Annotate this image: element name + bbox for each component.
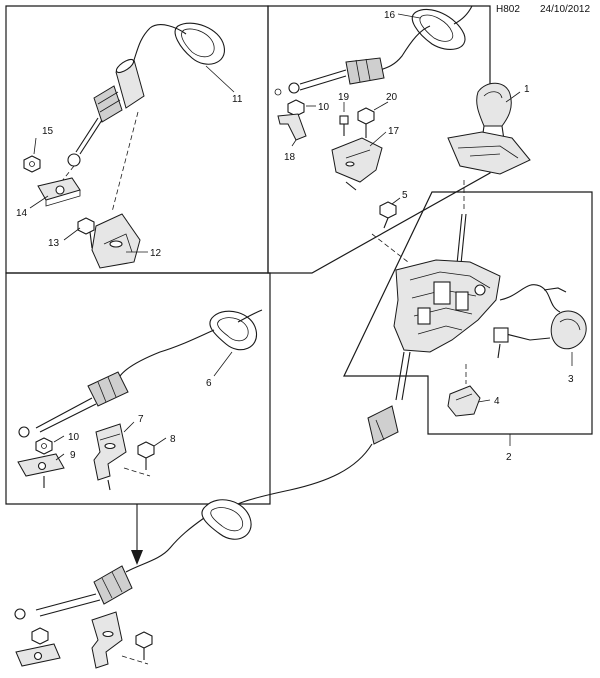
diagram-code: H802 (496, 4, 520, 15)
shifter-housing (393, 259, 501, 353)
callout-10-middle: 10 (68, 432, 80, 443)
cable-connector-upper (367, 405, 399, 445)
diagram-date: 24/10/2012 (540, 4, 591, 15)
grommet-16 (411, 8, 466, 50)
bracket-12 (91, 213, 141, 269)
callout-3: 3 (568, 374, 574, 385)
detail-top-right-parts (274, 5, 473, 191)
bolt-20 (357, 107, 375, 138)
down-arrow-icon (131, 504, 143, 565)
callout-17: 17 (388, 126, 400, 137)
detail-top-left-parts (23, 22, 225, 269)
callout-19: 19 (338, 92, 350, 103)
nut-10-middle (35, 437, 53, 455)
bracket-17 (331, 137, 383, 183)
bolt-19 (339, 115, 349, 136)
detail-middle-left-parts (17, 309, 263, 491)
bolt-bottom (135, 631, 153, 660)
callout-14: 14 (16, 208, 28, 219)
callout-18: 18 (284, 152, 296, 163)
callout-7: 7 (138, 414, 144, 425)
cable-eyelet-middle (18, 426, 30, 438)
bolt-8 (137, 441, 155, 470)
bracket-9 (17, 453, 65, 477)
bracket-14 (37, 177, 81, 207)
callout-13: 13 (48, 238, 60, 249)
grommet-11 (174, 22, 225, 65)
cable-eyelet-bottom (14, 608, 26, 620)
bolt-13 (77, 217, 95, 249)
cable-adjuster (93, 85, 123, 123)
shifter-assembly-parts (371, 180, 587, 417)
grommet-main (201, 499, 252, 540)
callout-11: 11 (232, 94, 243, 105)
nut-15 (23, 155, 41, 173)
bolt-5 (379, 201, 397, 229)
connector-block (493, 327, 509, 343)
cable-eyelet-top (288, 82, 300, 94)
bracket-18 (277, 113, 307, 141)
nut-10-top (287, 99, 305, 117)
bracket-bottom (15, 643, 61, 667)
cable-eyelet (67, 153, 81, 167)
callout-20: 20 (386, 92, 398, 103)
cable-adjuster-middle (87, 371, 129, 407)
callout-8: 8 (170, 434, 176, 445)
callout-10-top: 10 (318, 102, 330, 113)
detail-frame-top-left (5, 5, 269, 274)
shifter-assembly-frame (343, 191, 593, 435)
grommet-6 (209, 310, 257, 351)
cable-damper (115, 58, 145, 109)
callout-9: 9 (70, 450, 76, 461)
nut-bottom (31, 627, 49, 645)
callout-12: 12 (150, 248, 162, 259)
bracket-clip-bottom (91, 611, 123, 669)
callout-4: 4 (494, 396, 500, 407)
main-shift-cable (14, 351, 411, 669)
cable-adjuster-top (345, 57, 385, 85)
shift-knob-assembly (447, 82, 531, 175)
callout-5: 5 (402, 190, 408, 201)
callout-1: 1 (524, 84, 530, 95)
module-3 (550, 310, 587, 350)
bracket-7 (93, 423, 127, 481)
callout-6: 6 (206, 378, 212, 389)
detail-frame-top-right (267, 5, 491, 274)
cable-adjuster-bottom (93, 565, 133, 605)
sensor-4 (447, 385, 481, 417)
callout-2: 2 (506, 452, 512, 463)
callout-15: 15 (42, 126, 54, 137)
callout-16: 16 (384, 10, 396, 21)
detail-frame-middle-left (5, 272, 271, 505)
